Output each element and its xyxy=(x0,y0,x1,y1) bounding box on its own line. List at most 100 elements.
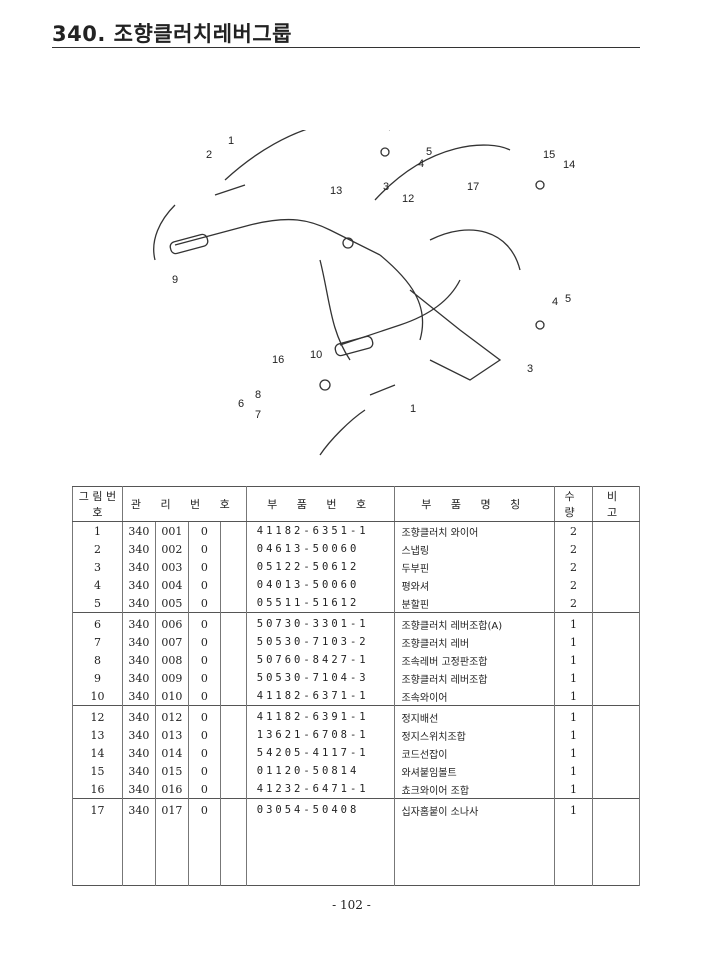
cell-empty xyxy=(219,798,247,819)
cell-fig-no: 8 xyxy=(72,651,123,669)
cell-mgmt-group: 340 xyxy=(121,594,156,613)
cell-fig-no: 3 xyxy=(72,558,123,576)
cell-empty xyxy=(592,744,640,762)
cell-part-name: 두부핀 xyxy=(394,558,556,576)
cell-part-name: 십자홈붙이 소나사 xyxy=(394,798,556,819)
cell-mgmt-rev: 0 xyxy=(187,576,221,594)
cell-mgmt-group: 340 xyxy=(121,726,156,744)
header-qty: 수 량 xyxy=(554,486,593,522)
cell-mgmt-item: 003 xyxy=(154,558,189,576)
cell-qty: 1 xyxy=(554,687,593,706)
cell-mgmt-rev: 0 xyxy=(187,744,221,762)
cell-qty: 2 xyxy=(554,540,593,558)
cell-mgmt-group: 340 xyxy=(121,705,156,726)
cell-empty xyxy=(592,633,640,651)
cell-qty: 1 xyxy=(554,798,593,819)
callout-2: 2 xyxy=(206,149,212,161)
table-filler-row xyxy=(72,819,640,886)
header-mgmt-no: 관 리 번 호 xyxy=(121,486,247,522)
cell-mgmt-group: 340 xyxy=(121,540,156,558)
cell-part-no: 41232-6471-1 xyxy=(245,780,396,799)
cell-qty: 1 xyxy=(554,612,593,633)
cell-mgmt-rev: 0 xyxy=(187,687,221,706)
callout-4: 4 xyxy=(418,158,424,170)
cell-part-no: 04013-50060 xyxy=(245,576,396,594)
cell-empty xyxy=(219,726,247,744)
cell-qty: 2 xyxy=(554,558,593,576)
cell-empty xyxy=(219,612,247,633)
cell-empty xyxy=(394,819,556,886)
lever-left xyxy=(153,204,366,456)
cell-empty xyxy=(592,669,640,687)
cell-part-no: 03054-50408 xyxy=(245,798,396,819)
header-remarks: 비 고 xyxy=(592,486,640,522)
cell-mgmt-group: 340 xyxy=(121,651,156,669)
callout-7: 7 xyxy=(255,409,261,421)
cell-fig-no: 4 xyxy=(72,576,123,594)
cell-qty: 1 xyxy=(554,762,593,780)
cell-mgmt-group: 340 xyxy=(121,669,156,687)
lever-grip xyxy=(214,184,396,396)
frame xyxy=(319,254,502,381)
cell-fig-no: 16 xyxy=(72,780,123,799)
cell-part-no: 05511-51612 xyxy=(245,594,396,613)
cell-qty: 2 xyxy=(554,594,593,613)
cell-fig-no: 6 xyxy=(72,612,123,633)
cell-mgmt-item: 012 xyxy=(154,705,189,726)
cell-empty xyxy=(245,819,396,886)
cell-part-name: 조향클러치 레버조합(A) xyxy=(394,612,556,633)
cell-mgmt-group: 340 xyxy=(121,558,156,576)
callout-8: 8 xyxy=(255,389,261,401)
cell-mgmt-group: 340 xyxy=(121,762,156,780)
cell-mgmt-group: 340 xyxy=(121,633,156,651)
cell-part-no: 01120-50814 xyxy=(245,762,396,780)
callout-16: 16 xyxy=(272,354,284,366)
cell-qty: 1 xyxy=(554,705,593,726)
cell-part-no: 50730-3301-1 xyxy=(245,612,396,633)
cell-empty xyxy=(219,669,247,687)
cell-part-no: 54205-4117-1 xyxy=(245,744,396,762)
cell-mgmt-rev: 0 xyxy=(187,780,221,799)
cell-empty xyxy=(121,819,156,886)
cell-part-no: 41182-6351-1 xyxy=(245,521,396,540)
cell-empty xyxy=(219,687,247,706)
cell-mgmt-item: 014 xyxy=(154,744,189,762)
cell-mgmt-rev: 0 xyxy=(187,612,221,633)
callout-12: 12 xyxy=(402,193,414,205)
handlebar-lower xyxy=(339,279,461,346)
cell-mgmt-rev: 0 xyxy=(187,726,221,744)
callout-3b: 3 xyxy=(527,363,533,375)
cell-fig-no: 12 xyxy=(72,705,123,726)
callout-10: 10 xyxy=(310,349,322,361)
cell-mgmt-rev: 0 xyxy=(187,633,221,651)
callout-15: 15 xyxy=(543,149,555,161)
cell-empty xyxy=(592,798,640,819)
cell-mgmt-group: 340 xyxy=(121,780,156,799)
page-title: 340. 조향클러치레버그룹 xyxy=(52,22,293,46)
cell-empty xyxy=(592,687,640,706)
cell-part-no: 04613-50060 xyxy=(245,540,396,558)
cell-part-name: 조속레버 고정판조합 xyxy=(394,651,556,669)
cell-part-name: 쵸크와이어 조합 xyxy=(394,780,556,799)
cell-fig-no: 7 xyxy=(72,633,123,651)
header-part-no: 부 품 번 호 xyxy=(245,486,396,522)
cell-empty xyxy=(592,819,640,886)
cell-part-name: 조향클러치 와이어 xyxy=(394,521,556,540)
cell-mgmt-item: 006 xyxy=(154,612,189,633)
title-divider xyxy=(52,47,640,48)
cell-mgmt-item: 001 xyxy=(154,521,189,540)
cell-qty: 1 xyxy=(554,651,593,669)
cell-empty xyxy=(219,540,247,558)
cell-fig-no: 1 xyxy=(72,521,123,540)
cell-mgmt-item: 002 xyxy=(154,540,189,558)
